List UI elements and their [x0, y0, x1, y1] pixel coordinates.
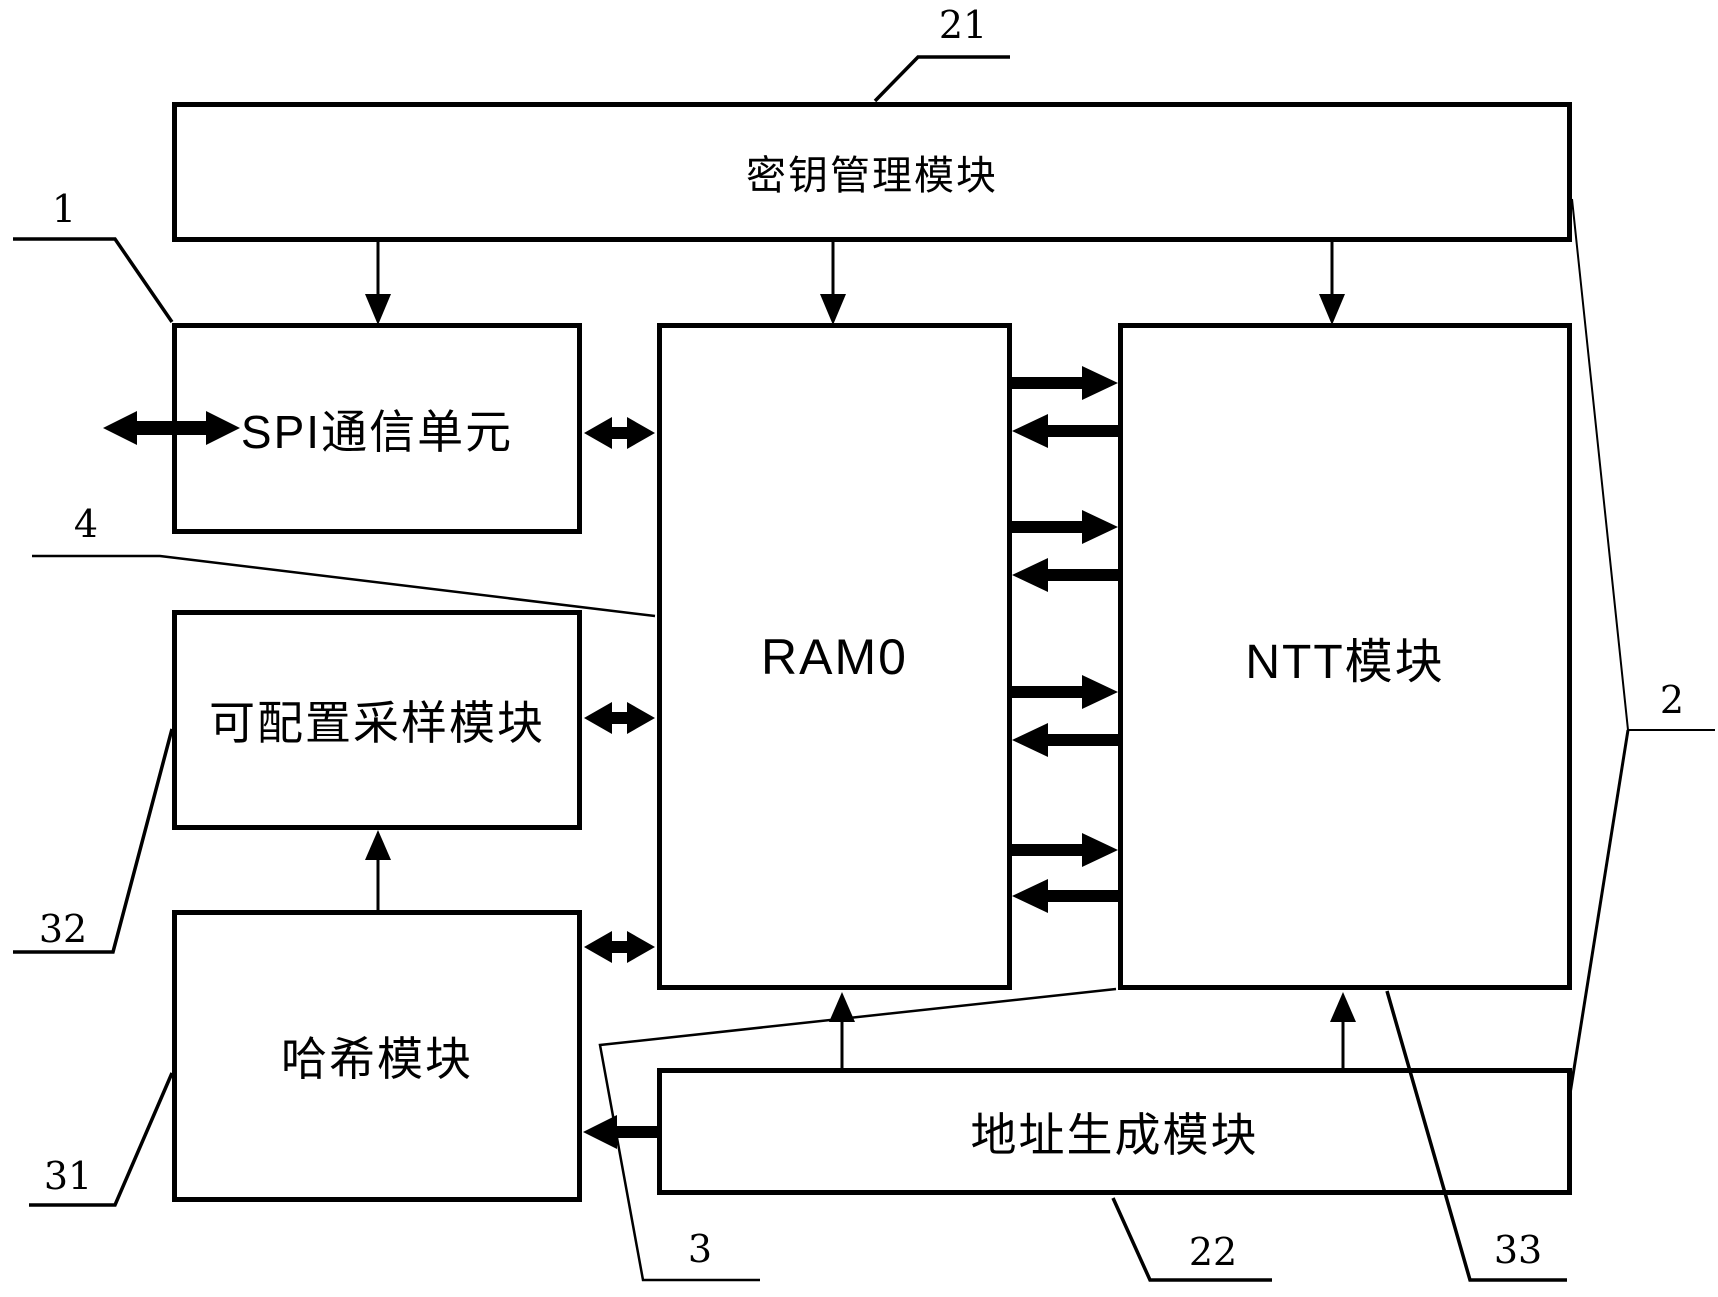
ref-label-31: 31: [43, 1154, 93, 1198]
ref-label-2: 2: [1659, 678, 1685, 722]
leader-line-2-upper: [1571, 198, 1715, 731]
arrow-key-to-spi: [365, 242, 391, 325]
block-address-generator: 地址生成模块: [657, 1068, 1572, 1195]
arrow-ram0-to-ntt-4: [1012, 833, 1118, 867]
arrow-spi-ram0-bidirectional: [584, 417, 655, 449]
arrow-ram0-to-ntt-2: [1012, 510, 1118, 544]
block-hash-module-label: 哈希模块: [281, 1033, 473, 1085]
ref-label-3: 3: [687, 1227, 713, 1271]
block-key-management-label: 密钥管理模块: [746, 154, 998, 198]
ref-label-21: 21: [938, 3, 988, 47]
arrow-hash-to-sampling: [365, 830, 391, 910]
arrow-key-to-ram0: [820, 242, 846, 325]
ref-label-1: 1: [51, 187, 77, 231]
arrow-ntt-to-ram0-3: [1012, 723, 1118, 757]
arrow-hash-ram0-bidirectional: [584, 931, 655, 963]
arrow-ntt-to-ram0-2: [1012, 558, 1118, 592]
block-spi-unit-label: SPI通信单元: [240, 405, 514, 458]
arrow-addr-to-ntt: [1330, 992, 1356, 1068]
leader-line-1: [13, 237, 174, 323]
block-spi-unit: SPI通信单元: [172, 323, 582, 534]
block-address-generator-label: 地址生成模块: [970, 1108, 1259, 1161]
leader-line-2-lower: [1568, 729, 1630, 1095]
block-hash-module: 哈希模块: [172, 910, 582, 1202]
ref-label-4: 4: [73, 502, 99, 546]
arrow-key-to-ntt: [1319, 242, 1345, 325]
arrow-sampling-ram0-bidirectional: [584, 702, 655, 734]
arrow-ntt-to-ram0-4: [1012, 879, 1118, 913]
ref-label-32: 32: [38, 907, 88, 951]
arrow-ram0-to-ntt-1: [1012, 366, 1118, 400]
arrow-ram0-to-ntt-3: [1012, 675, 1118, 709]
arrow-addr-to-ram0: [829, 992, 855, 1068]
block-configurable-sampling-label: 可配置采样模块: [209, 697, 545, 749]
block-ram0: RAM0: [657, 323, 1012, 990]
ref-label-33: 33: [1493, 1228, 1543, 1272]
leader-line-21: [873, 55, 1010, 103]
leader-line-4: [32, 554, 656, 618]
ref-label-22: 22: [1188, 1230, 1238, 1274]
leader-line-32: [13, 728, 174, 954]
arrow-addr-to-hash: [583, 1115, 657, 1149]
block-key-management: 密钥管理模块: [172, 102, 1572, 242]
block-configurable-sampling: 可配置采样模块: [172, 610, 582, 830]
block-ntt-module: NTT模块: [1118, 323, 1572, 990]
block-ram0-label: RAM0: [761, 628, 908, 685]
block-ntt-module-label: NTT模块: [1245, 635, 1445, 689]
arrow-ntt-to-ram0-1: [1012, 414, 1118, 448]
